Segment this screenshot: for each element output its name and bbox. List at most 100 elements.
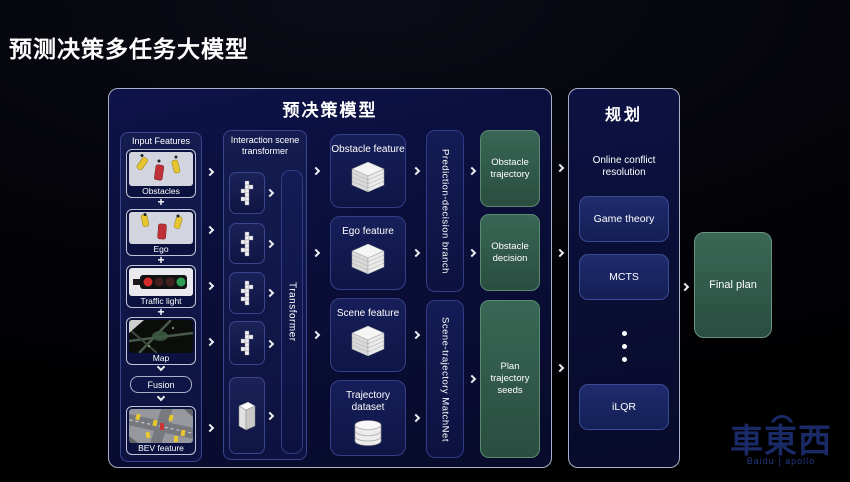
arrow-right-icon (310, 165, 322, 177)
ego-image (129, 212, 193, 244)
arrow-right-icon (264, 238, 276, 250)
ego-feature-box: Ego feature (330, 216, 406, 290)
watermark: 車東西 Baidu | apollo (712, 415, 850, 466)
input-item-traffic-light: Traffic light (126, 265, 196, 308)
pre-decision-model-panel: 预决策模型 Input Features Obstacles + Ego (108, 88, 552, 468)
input-features-label: Input Features (131, 136, 191, 146)
ilqr-label: iLQR (612, 401, 636, 413)
ilqr-node: iLQR (579, 384, 669, 430)
arrow-right-icon (466, 373, 478, 385)
watermark-logo: 車東西 (730, 422, 832, 459)
final-plan-box: Final plan (694, 232, 772, 338)
trajectory-dataset-box: Trajectory dataset (330, 380, 406, 456)
planning-title: 规划 (604, 107, 643, 124)
online-conflict-resolution-label: Online conflict resolution (592, 155, 656, 178)
feature-cube-icon (351, 325, 385, 357)
map-image (129, 320, 193, 353)
trajectory-dataset-label: Trajectory dataset (345, 390, 391, 413)
scene-trajectory-matchnet-bar: Scene-trajectory MatchNet (426, 300, 464, 458)
chevron-down-icon (121, 362, 201, 372)
token-feature-box (229, 321, 265, 365)
plus-icon: + (157, 195, 165, 209)
watermark-subtitle: Baidu | apollo (746, 456, 816, 466)
plus-icon: + (157, 253, 165, 267)
transformer-label: Transformer (286, 282, 298, 342)
mcts-node: MCTS (579, 254, 669, 300)
arrow-right-icon (310, 329, 322, 341)
obstacle-trajectory-label: Obstacle trajectory (490, 156, 530, 180)
arrow-right-icon (264, 287, 276, 299)
pixel-feature-icon (240, 231, 254, 256)
traffic-light-label: Traffic light (140, 296, 182, 306)
fusion-label: Fusion (147, 379, 175, 390)
arrow-right-icon (466, 247, 478, 259)
bev-feature-label: BEV feature (138, 443, 184, 453)
arrow-right-icon (410, 165, 422, 177)
obstacles-label: Obstacles (142, 186, 180, 196)
scene-feature-label: Scene feature (336, 308, 400, 319)
obstacle-feature-box: Obstacle feature (330, 134, 406, 208)
ego-feature-label: Ego feature (342, 226, 394, 237)
obstacle-feature-label: Obstacle feature (331, 144, 405, 155)
page-title: 预测决策多任务大模型 (9, 36, 249, 62)
scene-trajectory-matchnet-label: Scene-trajectory MatchNet (439, 316, 451, 442)
arrow-right-icon (310, 247, 322, 259)
token-feature-box (229, 272, 265, 314)
scene-feature-box: Scene feature (330, 298, 406, 372)
final-plan-label: Final plan (709, 279, 757, 291)
arrow-right-icon (204, 280, 216, 292)
bev-token-box (229, 377, 265, 454)
arrow-right-icon (554, 362, 566, 374)
arrow-right-icon (554, 162, 566, 174)
obstacle-decision-box: Obstacle decision (480, 214, 540, 291)
obstacle-trajectory-box: Obstacle trajectory (480, 130, 540, 207)
pixel-feature-icon (240, 180, 254, 206)
mcts-label: MCTS (609, 271, 639, 283)
input-item-ego: Ego (126, 209, 196, 256)
fusion-node: Fusion (130, 376, 192, 393)
input-features-panel: Input Features Obstacles + Ego + (120, 132, 202, 462)
bev-feature-image (129, 409, 193, 443)
interaction-title: Interaction scene transformer (230, 135, 300, 156)
prediction-decision-branch-label: Prediction-decision branch (439, 148, 451, 274)
game-theory-label: Game theory (593, 213, 655, 225)
game-theory-node: Game theory (579, 196, 669, 242)
arrow-right-icon (264, 187, 276, 199)
obstacles-image (129, 152, 193, 186)
arrow-right-icon (204, 224, 216, 236)
arrow-right-icon (204, 336, 216, 348)
map-label: Map (152, 353, 170, 363)
arrow-right-icon (264, 338, 276, 350)
chevron-down-icon (121, 392, 201, 402)
prediction-decision-branch-bar: Prediction-decision branch (426, 130, 464, 292)
arrow-right-icon (410, 247, 422, 259)
arrow-right-icon (554, 247, 566, 259)
plus-icon: + (157, 305, 165, 319)
plan-trajectory-seeds-label: Plan trajectory seeds (490, 361, 530, 396)
vertical-ellipsis-icon (569, 323, 679, 362)
slab-icon (238, 401, 256, 430)
arrow-right-icon (264, 410, 276, 422)
arrow-right-icon (410, 412, 422, 424)
database-icon (354, 420, 382, 446)
arrow-right-icon (466, 165, 478, 177)
arrow-right-icon (679, 281, 691, 293)
transformer-bar: Transformer (281, 170, 303, 454)
feature-cube-icon (351, 243, 385, 275)
plan-trajectory-seeds-box: Plan trajectory seeds (480, 300, 540, 458)
interaction-transformer-panel: Interaction scene transformer (223, 130, 307, 460)
obstacle-decision-label: Obstacle decision (491, 240, 529, 264)
traffic-light-image (129, 268, 193, 296)
arrow-right-icon (204, 166, 216, 178)
input-item-obstacles: Obstacles (126, 149, 196, 198)
pixel-feature-icon (240, 280, 254, 306)
ego-label: Ego (153, 244, 169, 254)
token-feature-box (229, 223, 265, 264)
pixel-feature-icon (240, 330, 254, 356)
arrow-right-icon (410, 329, 422, 341)
input-item-bev-feature: BEV feature (126, 406, 196, 455)
planning-panel: 规划 Online conflict resolution Game theor… (568, 88, 680, 468)
arrow-right-icon (204, 422, 216, 434)
token-feature-box (229, 172, 265, 214)
pre-decision-model-title: 预决策模型 (282, 101, 378, 120)
